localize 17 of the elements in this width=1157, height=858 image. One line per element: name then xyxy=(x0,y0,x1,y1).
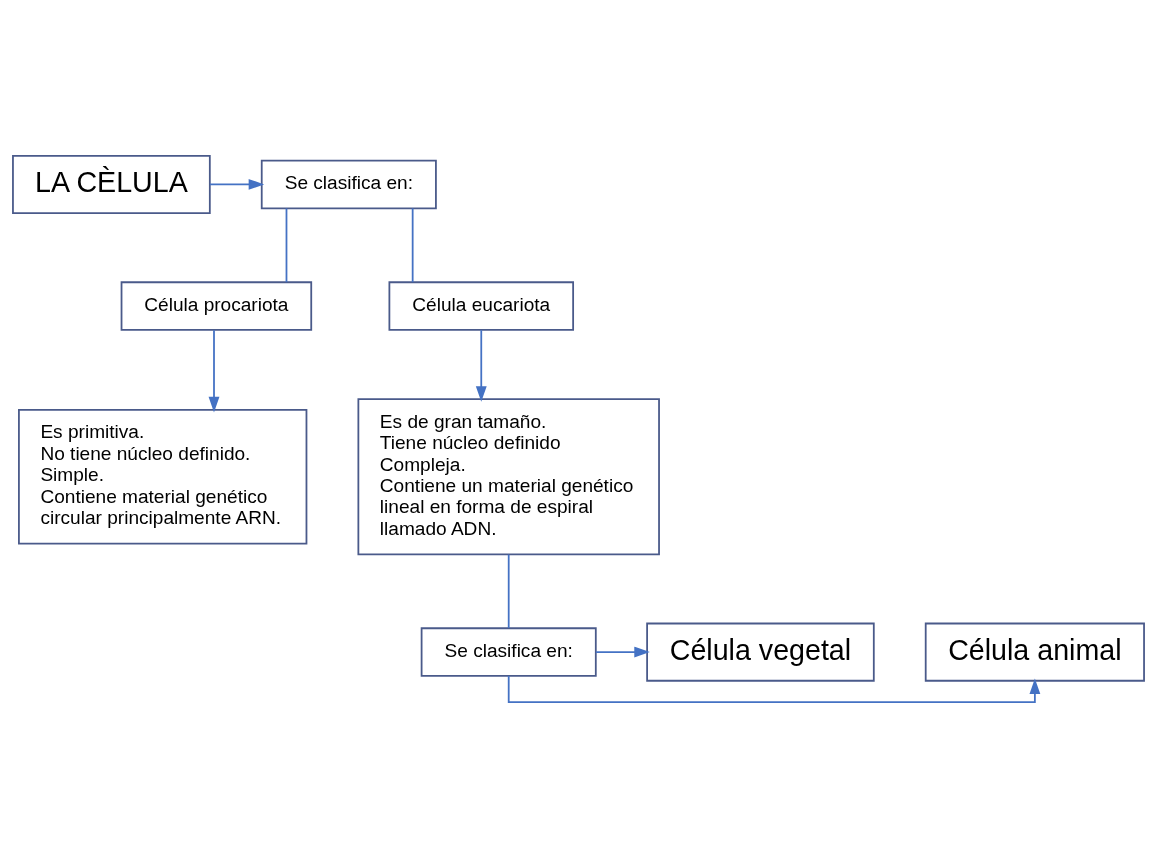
arrow xyxy=(475,329,487,402)
node-box: Célula eucariota xyxy=(388,281,575,331)
arrow xyxy=(595,646,650,658)
node-box: Se clasifica en: xyxy=(420,627,597,677)
node-box: Se clasifica en: xyxy=(260,159,437,210)
arrow xyxy=(507,675,1041,704)
node-box: LA CÈLULA xyxy=(12,154,211,214)
node-box: Es de gran tamaño. Tiene núcleo definido Compleja. Contiene un material genético lineal en forma de espiral llamado ADN. xyxy=(357,398,660,556)
arrow xyxy=(208,329,220,413)
connector xyxy=(507,553,510,629)
node-box: Célula vegetal xyxy=(646,622,875,682)
connector xyxy=(411,207,414,283)
node-box: Célula procariota xyxy=(120,281,313,331)
arrow xyxy=(209,178,265,190)
connector xyxy=(285,207,288,283)
node-box: Célula animal xyxy=(924,622,1145,682)
node-box: Es primitiva. No tiene núcleo definido. Simple. Contiene material genético circular principalmente ARN. xyxy=(18,409,308,545)
